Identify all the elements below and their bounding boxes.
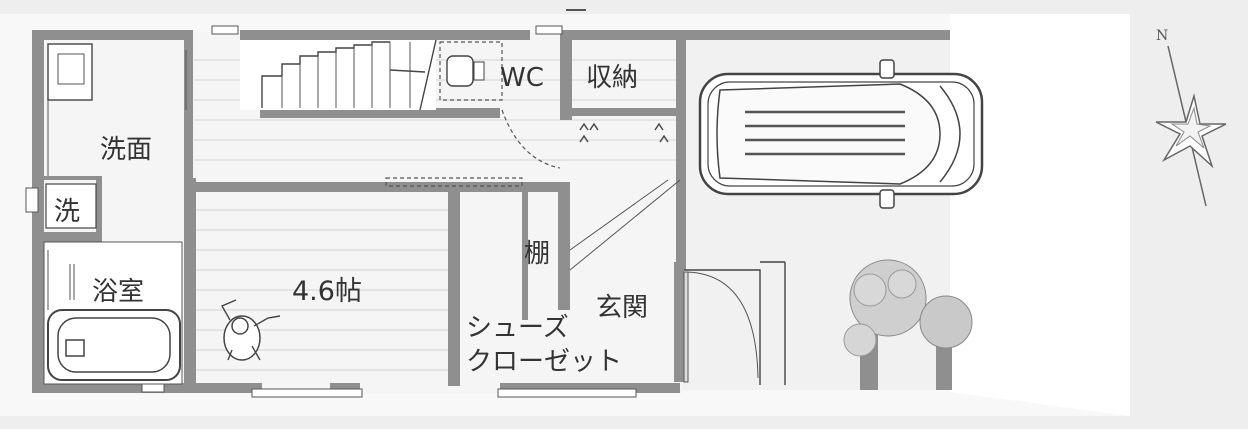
- label-living: 4.6帖: [292, 276, 362, 307]
- compass-north-label: N: [1156, 28, 1168, 44]
- spot-lights: [579, 122, 669, 143]
- label-yokushitsu: 浴室: [92, 277, 144, 307]
- windows: [25, 9, 637, 398]
- label-senmen: 洗面: [100, 135, 152, 165]
- label-genkan: 玄関: [596, 293, 648, 323]
- label-shuno: 収納: [586, 63, 638, 93]
- toilet-icon: [439, 41, 561, 169]
- bathtub-icon: [43, 241, 183, 385]
- stairs-icon: [240, 39, 437, 111]
- tree-icon: [843, 259, 973, 357]
- label-wc: WC: [500, 63, 544, 93]
- label-sen: 洗: [54, 197, 80, 227]
- washer-icon: [45, 183, 97, 229]
- site-white-area: [950, 14, 1130, 416]
- washbasin-icon: [47, 43, 93, 176]
- label-shoes-line2: クローゼット: [466, 347, 622, 377]
- label-tana: 棚: [524, 239, 550, 269]
- car-icon: [698, 59, 984, 209]
- label-shoes-line1: シューズ: [466, 313, 569, 343]
- compass-icon: N: [1155, 28, 1227, 207]
- person-icon: [221, 299, 281, 361]
- floor-stripes: [194, 59, 680, 371]
- doors: [185, 50, 786, 385]
- walls: [32, 30, 952, 393]
